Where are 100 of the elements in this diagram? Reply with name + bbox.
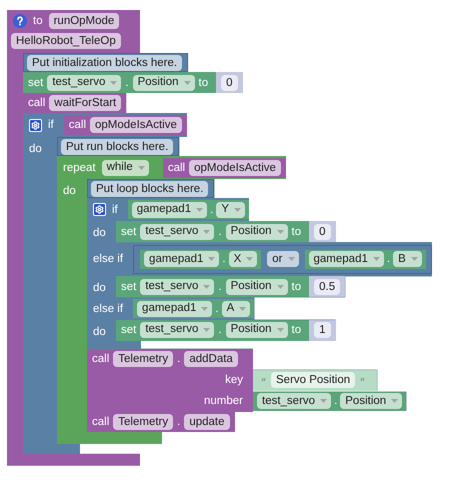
- number-field: 0.5: [314, 278, 340, 295]
- keyword-label: set: [121, 280, 136, 294]
- keyword-label: to: [292, 224, 302, 238]
- keyword-label: if: [112, 202, 118, 216]
- name-field: HelloRobot_TeleOp: [11, 33, 121, 49]
- keyword-label: to: [198, 76, 208, 90]
- text-field: Telemetry: [113, 414, 174, 430]
- keyword-label: set: [121, 323, 136, 337]
- keyword-label: call: [28, 96, 46, 110]
- dropdown-field: B: [393, 251, 422, 268]
- dropdown-field: A: [222, 300, 250, 316]
- number-block: [309, 320, 336, 340]
- dot-label: .: [218, 280, 222, 294]
- call-block: [162, 158, 286, 178]
- dropdown-field: test_servo: [257, 393, 332, 410]
- getter-block: [253, 392, 406, 411]
- keyword-label: else if: [93, 252, 124, 266]
- call-block: [87, 412, 235, 432]
- string-block: [253, 370, 378, 391]
- dropdown-field: test_servo: [140, 278, 214, 295]
- keyword-label: call: [168, 160, 186, 174]
- getter-block: [140, 250, 262, 269]
- keyword-label: do: [93, 227, 106, 239]
- keyword-label: to: [33, 14, 43, 28]
- dot-label: .: [210, 202, 214, 216]
- setter-block: [116, 221, 336, 242]
- dot-label: .: [125, 76, 129, 90]
- keyword-label: to: [292, 323, 302, 337]
- number-field: 1: [314, 322, 331, 338]
- number-block: [216, 72, 243, 93]
- dot-label: .: [334, 394, 338, 408]
- number-field: 0: [221, 74, 238, 90]
- keyword-label: call: [68, 118, 86, 132]
- text-field: opModeIsActive: [90, 117, 182, 133]
- procedure-block: [7, 10, 432, 466]
- or-block: [133, 244, 432, 274]
- comment-block: [23, 53, 188, 72]
- name-field: runOpMode: [48, 13, 120, 29]
- getter-block: [128, 200, 249, 219]
- keyword-label: if: [48, 118, 54, 132]
- keyword-label: call: [92, 414, 110, 429]
- dropdown-field: Position: [226, 322, 288, 338]
- text-field: Servo Position: [271, 372, 356, 388]
- dropdown-field: test_servo: [140, 322, 214, 338]
- dot-label: .: [215, 302, 219, 316]
- dropdown-field: test_servo: [140, 224, 214, 240]
- comment-block: [57, 137, 180, 156]
- dot-label: .: [222, 252, 226, 266]
- comment-text: Put run blocks here.: [61, 138, 174, 154]
- setter-block: [116, 276, 346, 298]
- if-block: [23, 113, 432, 454]
- number-block: [309, 221, 336, 242]
- keyword-label: do: [29, 143, 42, 155]
- dot-label: .: [177, 352, 180, 366]
- keyword-label: do: [93, 326, 106, 338]
- dot-label: .: [218, 323, 222, 337]
- dot-label: .: [218, 224, 222, 238]
- dropdown-field: X: [228, 251, 258, 268]
- keyword-label: number: [204, 394, 243, 408]
- getter-block: [133, 299, 254, 318]
- call-block: [87, 348, 406, 412]
- dot-label: .: [386, 252, 390, 266]
- number-field: 0: [314, 224, 331, 240]
- dropdown-field: gamepad1: [144, 251, 220, 268]
- keyword-label: set: [28, 76, 44, 90]
- keyword-label: do: [93, 282, 106, 294]
- number-block: [309, 276, 346, 298]
- comment-text: Put initialization blocks here.: [27, 54, 182, 70]
- dropdown-field: Position: [340, 393, 402, 410]
- dropdown-field: Y: [216, 202, 245, 218]
- dropdown-field: Position: [226, 224, 288, 240]
- keyword-label: call: [92, 352, 110, 366]
- dropdown-field: while: [102, 160, 149, 176]
- keyword-label: to: [292, 280, 302, 294]
- keyword-label: else if: [93, 302, 124, 316]
- keyword-label: do: [63, 185, 76, 197]
- repeat-block: [57, 156, 432, 444]
- text-field: opModeIsActive: [189, 160, 281, 176]
- dropdown-field: gamepad1: [308, 251, 384, 268]
- keyword-label: set: [121, 224, 136, 238]
- text-field: Telemetry: [113, 351, 174, 368]
- dropdown-field: test_servo: [47, 74, 122, 90]
- text-field: addData: [184, 351, 238, 368]
- text-field: waitForStart: [49, 95, 122, 111]
- dropdown-field: Position: [132, 74, 195, 90]
- dropdown-field: or: [267, 251, 299, 268]
- dropdown-field: gamepad1: [132, 202, 208, 218]
- dropdown-field: Position: [226, 278, 288, 295]
- dropdown-field: gamepad1: [137, 300, 212, 316]
- comment-block: [87, 179, 214, 198]
- setter-block: [116, 320, 336, 340]
- keyword-label: key: [225, 373, 243, 388]
- dot-label: .: [177, 414, 180, 429]
- comment-text: Put loop blocks here.: [91, 180, 208, 196]
- getter-block: [304, 250, 426, 269]
- keyword-label: repeat: [63, 160, 96, 174]
- if-block: [87, 198, 432, 349]
- call-block: [64, 115, 187, 135]
- setter-block: [23, 72, 243, 93]
- text-field: update: [184, 414, 230, 430]
